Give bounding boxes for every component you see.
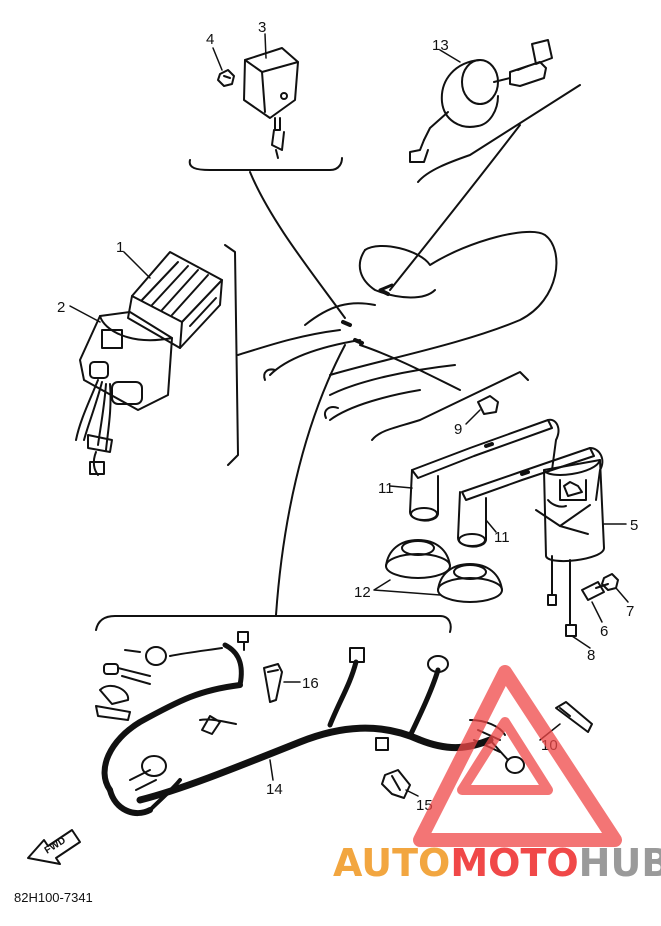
part-1-unit [127,251,223,349]
frame-outline [263,230,558,421]
callout-14: 14 [266,781,283,798]
callout-2: 2 [57,299,65,316]
diagram-code: 82H100-7341 [14,890,93,905]
part-2-cover [75,311,173,476]
part-15-clamp [381,769,411,799]
part-5-ignition-coil [535,459,605,637]
group-brackets [95,84,581,633]
leader-lines [237,124,521,616]
part-14-wire-harness [95,631,525,817]
part-13-main-switch [409,39,553,163]
part-3-relay [243,47,299,159]
callout-13: 13 [432,37,449,54]
watermark-moto: MOTO [450,841,578,885]
callout-12: 12 [354,584,371,601]
part-16-band [263,663,283,703]
part-6-bolt [581,581,609,601]
part-4-nut [217,69,235,87]
watermark-text: AUTOMOTOHUB [333,841,661,885]
callout-16: 16 [302,675,319,692]
callout-11a: 11 [378,480,394,497]
callout-4: 4 [206,31,214,48]
part-10-band [555,701,593,733]
callout-7: 7 [626,603,634,620]
callout-8: 8 [587,647,595,664]
fwd-arrow: FWD [27,829,81,865]
callout-3: 3 [258,19,266,36]
watermark-hub: HUB [579,841,661,885]
watermark-logo-triangles [413,665,622,847]
part-9-clip [477,395,499,415]
watermark-auto: AUTO [333,841,450,885]
callout-9: 9 [454,421,462,438]
callout-6: 6 [600,623,608,640]
callout-numbers: 1 2 3 4 5 6 7 8 9 10 11 11 12 13 14 15 1… [57,19,638,814]
callout-5: 5 [630,517,638,534]
watermark: AUTOMOTOHUB [333,665,661,885]
callout-11b: 11 [494,529,510,546]
part-12-boots [385,539,503,603]
callout-1: 1 [116,239,124,256]
